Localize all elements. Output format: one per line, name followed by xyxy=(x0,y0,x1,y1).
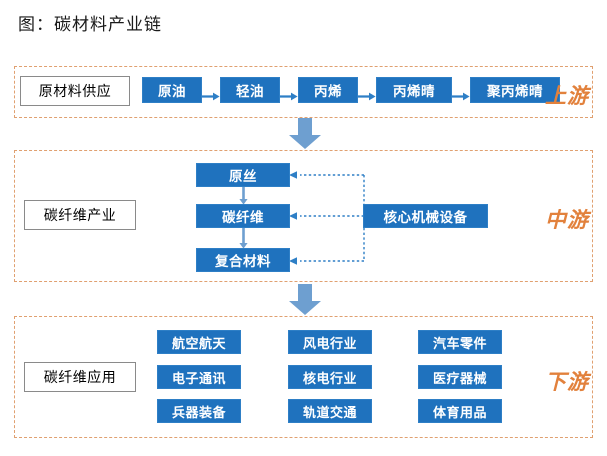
node-application-weaponry[interactable]: 兵器装备 xyxy=(157,399,241,423)
arrow-right-icon xyxy=(358,86,376,101)
tier-tag-midstream: 中游 xyxy=(545,207,589,232)
stage-label-midstream: 碳纤维产业 xyxy=(24,200,136,230)
dotted-bracket-connector xyxy=(288,170,370,266)
node-application-aerospace[interactable]: 航空航天 xyxy=(157,330,241,354)
stage-label-downstream: 碳纤维应用 xyxy=(24,362,136,392)
node-carbon-fiber[interactable]: 碳纤维 xyxy=(196,204,290,228)
node-precursor[interactable]: 原丝 xyxy=(196,163,290,187)
arrow-down-icon xyxy=(238,228,249,249)
node-propylene[interactable]: 丙烯 xyxy=(298,77,358,103)
node-application-medical-devices[interactable]: 医疗器械 xyxy=(418,365,502,389)
page-title: 图：碳材料产业链 xyxy=(18,15,162,35)
node-crude-oil[interactable]: 原油 xyxy=(142,77,202,103)
node-polyacrylonitrile[interactable]: 聚丙烯晴 xyxy=(470,77,560,103)
block-arrow-down-icon xyxy=(288,284,322,316)
arrow-right-icon xyxy=(452,86,470,101)
arrow-right-icon xyxy=(202,86,220,101)
arrow-down-icon xyxy=(238,187,249,205)
arrow-right-icon xyxy=(280,86,298,101)
block-arrow-down-icon xyxy=(288,118,322,150)
tier-tag-upstream: 上游 xyxy=(545,83,589,108)
node-application-wind-power[interactable]: 风电行业 xyxy=(288,330,372,354)
tier-tag-downstream: 下游 xyxy=(545,369,589,394)
node-application-sporting-goods[interactable]: 体育用品 xyxy=(418,399,502,423)
node-core-equipment[interactable]: 核心机械设备 xyxy=(363,204,488,228)
node-composite-material[interactable]: 复合材料 xyxy=(196,248,290,272)
node-application-nuclear-power[interactable]: 核电行业 xyxy=(288,365,372,389)
stage-label-upstream: 原材料供应 xyxy=(20,76,130,106)
node-application-rail-transit[interactable]: 轨道交通 xyxy=(288,399,372,423)
node-application-auto-parts[interactable]: 汽车零件 xyxy=(418,330,502,354)
node-acrylonitrile[interactable]: 丙烯晴 xyxy=(376,77,452,103)
node-application-electronics[interactable]: 电子通讯 xyxy=(157,365,241,389)
node-light-oil[interactable]: 轻油 xyxy=(220,77,280,103)
